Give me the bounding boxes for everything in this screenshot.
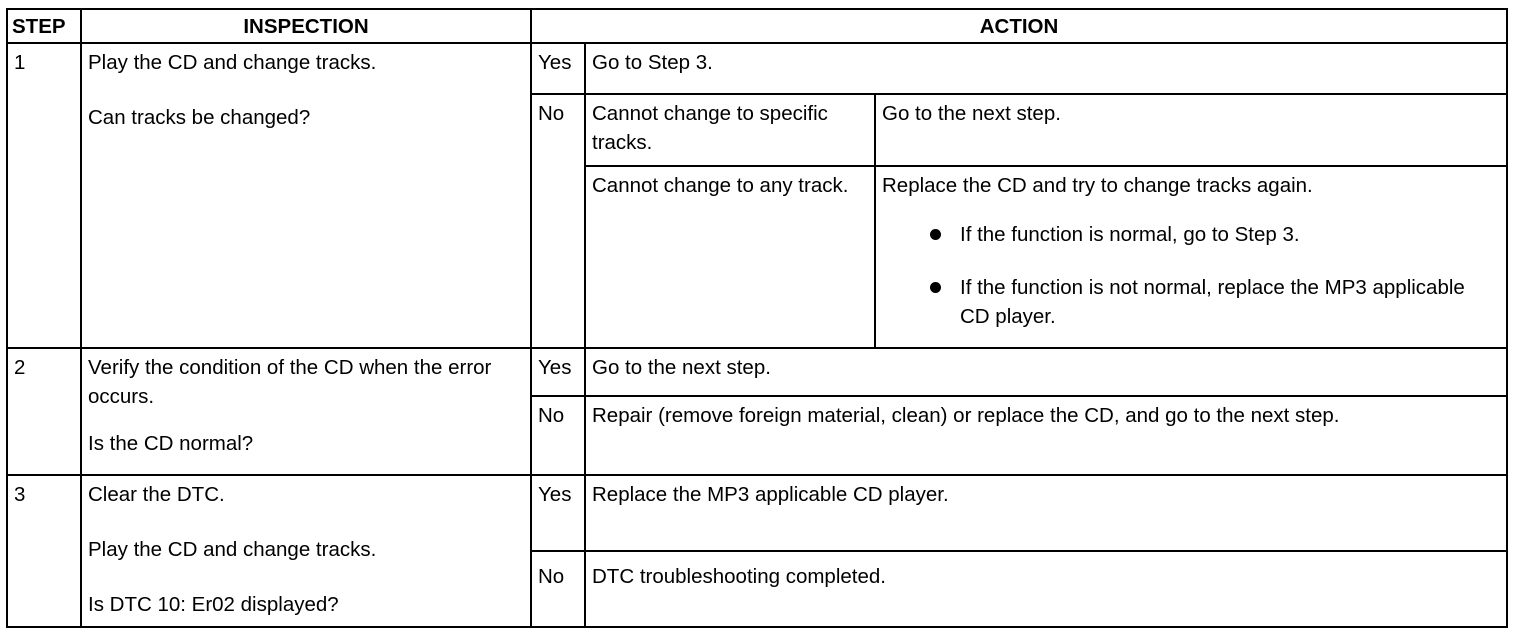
no-condition: Cannot change to specific tracks. <box>584 93 876 167</box>
header-step: STEP <box>6 8 82 44</box>
no-action: Repair (remove foreign material, clean) … <box>583 395 1509 476</box>
step-1-no-row-2: Cannot change to any track. Replace the … <box>7 165 1509 349</box>
no-condition: Cannot change to any track. <box>584 165 876 349</box>
yes-action: Replace the MP3 applicable CD player. <box>583 474 1509 552</box>
inspection-line: Play the CD and change tracks. <box>88 538 377 561</box>
no-action-text: Repair (remove foreign material, clean) … <box>592 404 1340 427</box>
diagnostic-procedure-sheet: STEP INSPECTION ACTION 1 Play the CD and… <box>6 8 1509 628</box>
no-label: No <box>530 550 586 628</box>
step-number: 1 <box>6 42 82 349</box>
step-3-no-row: No DTC troubleshooting completed. <box>7 550 1509 628</box>
bullet-text: If the function is normal, go to Step 3. <box>960 223 1300 246</box>
yes-label: Yes <box>530 474 586 552</box>
diagnostic-table: STEP INSPECTION ACTION 1 Play the CD and… <box>6 8 1509 628</box>
no-label: No <box>530 93 586 349</box>
yes-action: Go to Step 3. <box>583 42 1509 95</box>
action-bullet-list: If the function is normal, go to Step 3.… <box>882 220 1500 331</box>
yes-label: Yes <box>530 42 586 95</box>
inspection-line: Is the CD normal? <box>88 432 254 455</box>
step-1-no-row: No Cannot change to specific tracks. Go … <box>7 93 1509 349</box>
inspection-line: Is DTC 10: Er02 displayed? <box>88 593 339 616</box>
inspection-line: Verify the condition of the CD when the … <box>88 356 492 408</box>
bullet-icon <box>930 282 941 293</box>
step-inspection: Play the CD and change tracks. Can track… <box>80 42 532 349</box>
step-inspection: Clear the DTC. Play the CD and change tr… <box>80 474 532 628</box>
bullet-icon <box>930 229 941 240</box>
yes-action: Go to the next step. <box>583 347 1509 397</box>
no-action: DTC troubleshooting completed. <box>583 550 1509 628</box>
step-2-no-row: No Repair (remove foreign material, clea… <box>7 395 1509 476</box>
step-inspection: Verify the condition of the CD when the … <box>80 347 532 476</box>
action-bullet: If the function is not normal, replace t… <box>927 273 1500 331</box>
inspection-line: Play the CD and change tracks. <box>88 51 377 74</box>
bullet-text: If the function is not normal, replace t… <box>960 276 1465 328</box>
step-1-yes-row: 1 Play the CD and change tracks. Can tra… <box>6 42 1509 349</box>
step-3-yes-row: 3 Clear the DTC. Play the CD and change … <box>6 474 1509 628</box>
no-label: No <box>530 395 586 476</box>
action-text: Replace the CD and try to change tracks … <box>882 174 1313 197</box>
no-action: Replace the CD and try to change tracks … <box>873 165 1509 349</box>
header-action: ACTION <box>529 8 1509 44</box>
yes-label: Yes <box>530 347 586 397</box>
step-2-yes-row: 2 Verify the condition of the CD when th… <box>6 347 1509 476</box>
inspection-line: Clear the DTC. <box>88 483 225 506</box>
inspection-line: Can tracks be changed? <box>88 106 311 129</box>
step-number: 3 <box>6 474 82 628</box>
action-bullet: If the function is normal, go to Step 3. <box>927 220 1500 249</box>
header-inspection: INSPECTION <box>80 8 532 44</box>
header-row: STEP INSPECTION ACTION <box>6 8 1509 44</box>
step-number: 2 <box>6 347 82 476</box>
no-action: Go to the next step. <box>873 93 1509 167</box>
